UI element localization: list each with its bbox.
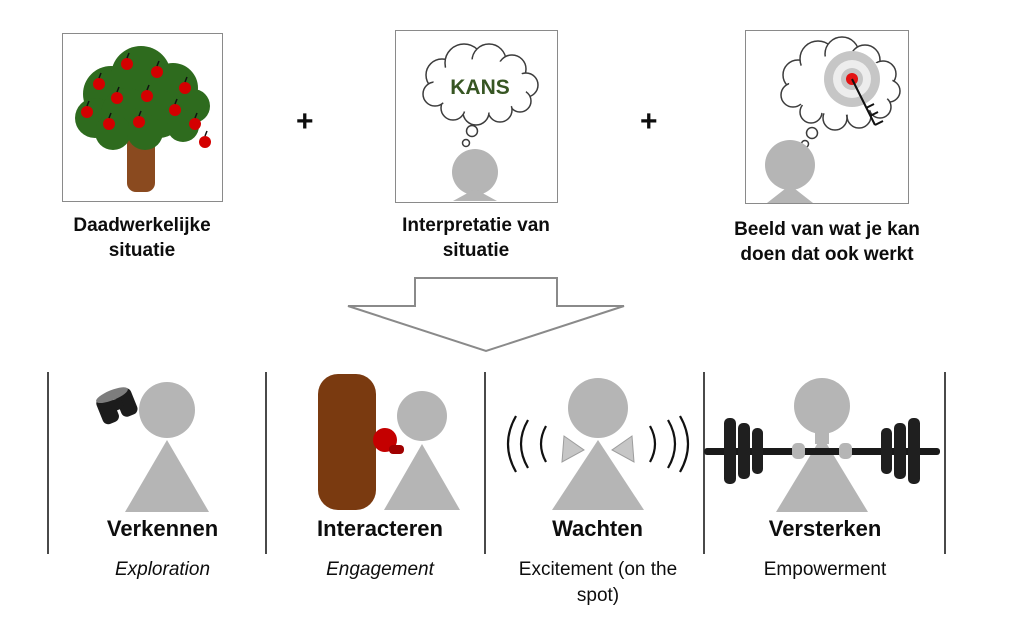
image-of-action-label: Beeld van wat je kan doen dat ook werkt bbox=[734, 219, 920, 265]
person-body bbox=[384, 444, 460, 510]
plus-sign-2: + bbox=[640, 105, 658, 138]
punching-bag-person-icon bbox=[272, 372, 487, 512]
binoculars-person-icon bbox=[55, 372, 270, 514]
column-subtitle-excitement: Excitement (on the spot) bbox=[518, 559, 678, 606]
binoculars-icon bbox=[96, 387, 138, 425]
column-title-versterken: Versterken bbox=[768, 516, 882, 541]
person-body bbox=[776, 436, 868, 512]
image-of-action-box bbox=[745, 30, 909, 204]
column-title-wachten: Wachten bbox=[552, 516, 643, 541]
column-subtitle-empowerment: Empowerment bbox=[763, 559, 887, 580]
thought-cloud-kans-icon: KANS bbox=[422, 43, 539, 201]
barbell-person-icon bbox=[700, 368, 944, 518]
column-subtitle-exploration: Exploration bbox=[114, 559, 211, 580]
person-shoulders bbox=[767, 185, 813, 203]
thought-cloud-target-icon bbox=[765, 36, 901, 203]
target-arrow-icon bbox=[851, 78, 884, 126]
thought-trail-bubble bbox=[805, 126, 819, 140]
apples bbox=[81, 52, 211, 148]
interpretation-box: KANS bbox=[395, 30, 558, 203]
person-head bbox=[452, 149, 498, 195]
person-head bbox=[397, 391, 447, 441]
actual-situation-label: Daadwerkelijke situatie bbox=[73, 215, 211, 261]
column-subtitle-engagement: Engagement bbox=[326, 559, 434, 580]
punching-bag-icon bbox=[318, 374, 376, 510]
divider-line bbox=[944, 372, 946, 554]
divider-line bbox=[703, 372, 705, 554]
person-shoulders bbox=[453, 189, 497, 201]
person-head bbox=[139, 382, 195, 438]
apple-tree-icon bbox=[75, 46, 211, 192]
column-title-verkennen: Verkennen bbox=[106, 516, 219, 541]
divider-line bbox=[47, 372, 49, 554]
person-head bbox=[568, 378, 628, 438]
boxing-glove-icon bbox=[373, 428, 404, 454]
shaking-person-icon bbox=[486, 372, 711, 512]
thought-trail-bubble bbox=[461, 138, 471, 148]
barbell-plates-right bbox=[881, 418, 920, 484]
left-hand bbox=[792, 443, 805, 459]
thought-trail-bubble bbox=[465, 124, 479, 138]
right-hand bbox=[611, 435, 635, 463]
person-head bbox=[765, 140, 815, 190]
vibration-lines-right-icon bbox=[649, 415, 690, 473]
plus-sign-1: + bbox=[296, 105, 314, 138]
block-arrow-down-icon bbox=[346, 277, 626, 353]
divider-line bbox=[484, 372, 486, 554]
person-body bbox=[125, 440, 209, 512]
divider-line bbox=[265, 372, 267, 554]
person-body bbox=[552, 440, 644, 510]
actual-situation-box bbox=[62, 33, 223, 202]
vibration-lines-left-icon bbox=[506, 415, 547, 473]
right-hand bbox=[839, 443, 852, 459]
barbell-plates-left bbox=[724, 418, 763, 484]
column-title-interacteren: Interacteren bbox=[317, 516, 443, 541]
cloud-text-kans: KANS bbox=[450, 76, 510, 99]
interpretation-label: Interpretatie van situatie bbox=[402, 215, 550, 261]
left-hand bbox=[561, 435, 585, 463]
person-head bbox=[794, 378, 850, 434]
